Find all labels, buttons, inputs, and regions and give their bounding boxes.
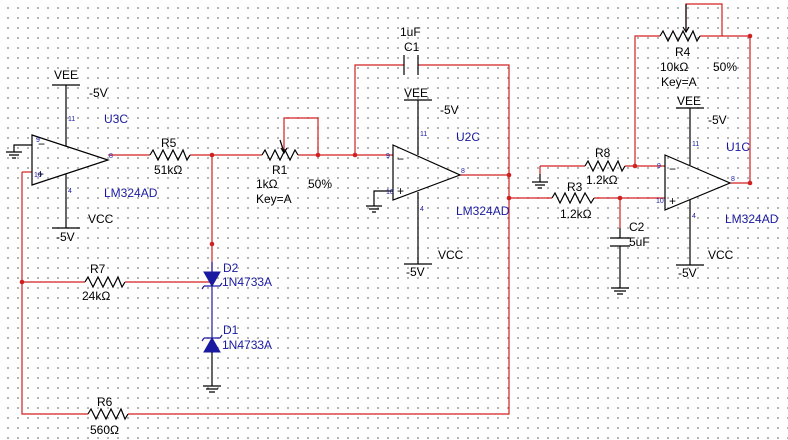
pin-label: 8 <box>461 168 465 175</box>
pin-label: 8 <box>109 153 113 160</box>
supply-label: VCC <box>708 248 734 262</box>
pin-label: 10 <box>386 189 394 196</box>
capacitor-c1[interactable]: 1uF C1 <box>400 25 421 75</box>
junction-dot <box>617 195 623 201</box>
component-ref: U3C <box>104 112 128 126</box>
supply-label: VCC <box>438 248 464 262</box>
resistor-r8[interactable]: R8 1.2kΩ <box>584 146 626 187</box>
component-ref: R6 <box>97 395 113 409</box>
pin-label: 11 <box>68 116 75 123</box>
component-ref: R3 <box>567 180 583 194</box>
potentiometer-r4[interactable]: R4 10kΩ Key=A 50% <box>659 4 737 89</box>
pin-label: 4 <box>68 188 72 195</box>
component-ref: U2C <box>456 130 480 144</box>
capacitor-c2[interactable]: C2 5uF <box>610 220 650 295</box>
component-value: 24kΩ <box>82 289 110 303</box>
component-percent: 50% <box>308 177 332 191</box>
supply-value: -5V <box>89 86 108 100</box>
junction-dot <box>209 241 215 247</box>
opamp-symbol <box>664 154 732 211</box>
component-value: 1uF <box>400 25 421 39</box>
pin-label: 8 <box>731 176 735 183</box>
pin-label: 4 <box>692 213 696 220</box>
component-ref: U1C <box>726 140 750 154</box>
junction-dot <box>209 152 215 158</box>
resistor-r5[interactable]: R5 51kΩ <box>149 136 191 177</box>
supply-value: -5V <box>440 103 459 117</box>
pin-label: 11 <box>420 131 427 138</box>
junction-dot <box>352 152 358 158</box>
component-value: 1.2kΩ <box>586 173 618 187</box>
ground-symbol <box>532 174 548 189</box>
resistor-r3[interactable]: R3 1.2kΩ <box>551 180 595 221</box>
junction-dot <box>747 33 753 39</box>
component-value: 10kΩ <box>660 60 688 74</box>
component-model: LM324AD <box>104 186 158 200</box>
potentiometer-r1[interactable]: R1 1kΩ Key=A 50% <box>256 139 332 206</box>
svg-text:−: − <box>397 152 404 166</box>
component-model: LM324AD <box>456 204 510 218</box>
component-value: 560Ω <box>90 423 119 437</box>
pin-label: 10 <box>34 172 42 179</box>
opamp-u2c[interactable]: − + 9 10 8 11 4 VEE -5V VCC -5V U2C LM32… <box>366 86 510 279</box>
component-value: 1kΩ <box>256 177 278 191</box>
supply-value: -5V <box>708 113 727 127</box>
component-percent: 50% <box>713 60 737 74</box>
component-ref: D2 <box>223 261 239 275</box>
junction-dot <box>506 195 512 201</box>
component-value: 5uF <box>629 235 650 249</box>
junction-dot <box>315 152 321 158</box>
supply-label: VEE <box>404 86 428 100</box>
opamp-symbol <box>392 144 462 201</box>
component-model: LM324AD <box>725 212 779 226</box>
component-model: 1N4733A <box>222 275 272 289</box>
supply-value: -5V <box>678 266 697 280</box>
pin-label: 4 <box>420 206 424 213</box>
supply-label: VEE <box>54 68 78 82</box>
component-ref: R1 <box>272 163 288 177</box>
component-ref: R7 <box>90 262 106 276</box>
resistor-r7[interactable]: R7 24kΩ <box>82 262 126 303</box>
svg-text:+: + <box>397 184 404 198</box>
component-ref: D1 <box>223 323 239 337</box>
diode-d2[interactable]: D2 1N4733A <box>201 261 272 320</box>
supply-value: -5V <box>56 230 75 244</box>
pin-label: 9 <box>386 153 390 160</box>
component-value: 1.2kΩ <box>560 207 592 221</box>
component-ref: R8 <box>595 146 611 160</box>
component-ref: R4 <box>675 45 691 59</box>
resistor-r6[interactable]: R6 560Ω <box>87 395 129 437</box>
svg-text:−: − <box>669 162 676 176</box>
svg-text:+: + <box>37 167 44 181</box>
pin-label: 11 <box>692 141 699 148</box>
opamp-u1c[interactable]: − + 9 10 8 11 4 VEE -5V VCC -5V U1C LM32… <box>656 94 779 280</box>
junction-dot <box>506 172 512 178</box>
supply-value: -5V <box>406 265 425 279</box>
component-key: Key=A <box>256 192 292 206</box>
pin-label: 10 <box>656 198 664 205</box>
diode-d1[interactable]: D1 1N4733A <box>201 320 272 393</box>
junction-dot <box>747 180 753 186</box>
opamp-symbol <box>31 134 110 186</box>
junctions <box>19 33 753 285</box>
component-ref: C2 <box>629 220 645 234</box>
supply-label: VEE <box>677 94 701 108</box>
component-ref: C1 <box>404 40 420 54</box>
pin-label: 9 <box>657 163 661 170</box>
wires <box>21 3 751 415</box>
component-ref: R5 <box>161 136 177 150</box>
junction-dot <box>19 279 25 285</box>
junction-dot <box>632 163 638 169</box>
pin-label: 9 <box>36 137 40 144</box>
supply-label: VCC <box>88 212 114 226</box>
svg-text:+: + <box>669 194 676 208</box>
component-value: 51kΩ <box>154 163 182 177</box>
component-key: Key=A <box>661 75 697 89</box>
opamp-u3c[interactable]: − + 9 10 8 11 4 VEE -5V VCC -5V U3C LM32… <box>6 68 158 244</box>
component-model: 1N4733A <box>222 338 272 352</box>
svg-text:−: − <box>38 137 45 151</box>
